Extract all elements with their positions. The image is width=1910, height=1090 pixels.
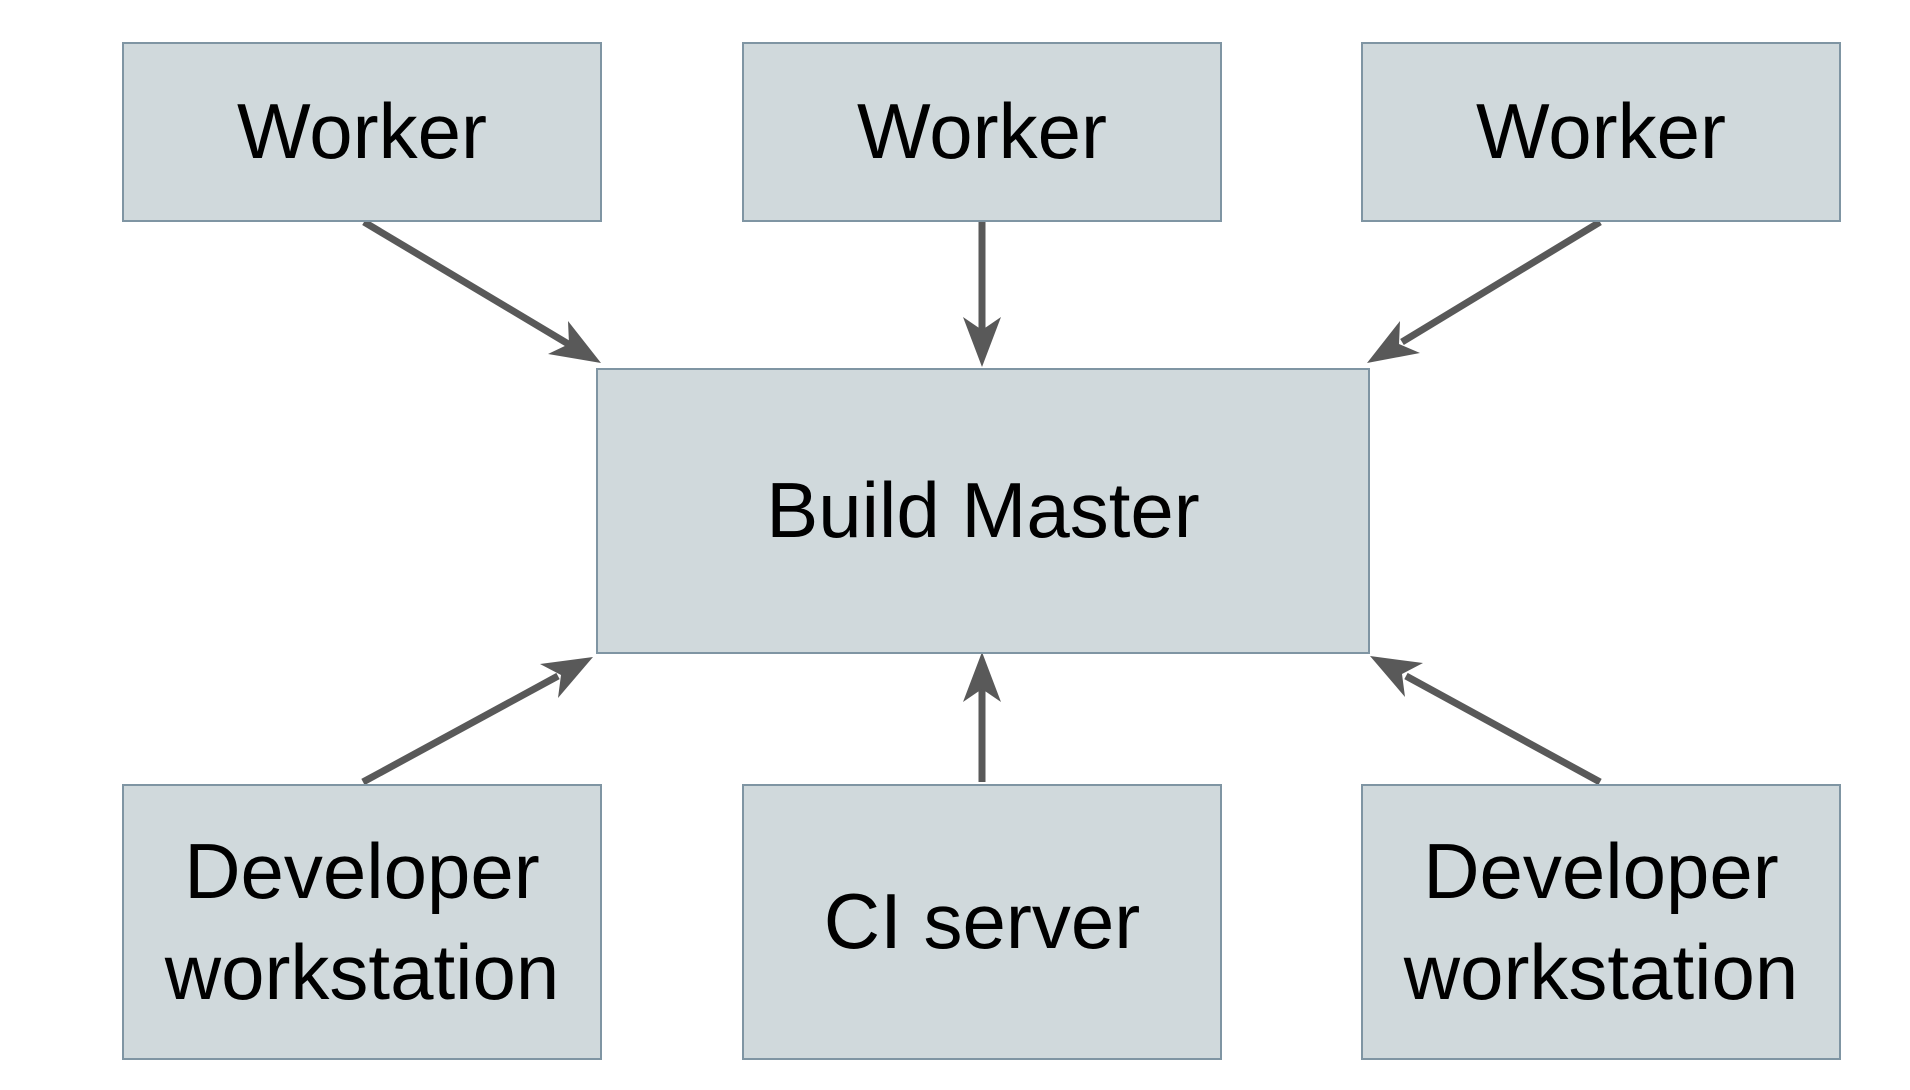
arrow-worker-1-to-build-master xyxy=(362,218,601,363)
node-developer-workstation-1: Developer workstation xyxy=(122,784,602,1060)
node-ci-server: CI server xyxy=(742,784,1222,1060)
node-worker-1: Worker xyxy=(122,42,602,222)
arrow-developer-workstation-1-to-build-master xyxy=(361,657,593,786)
node-ci-server-label: CI server xyxy=(823,877,1141,966)
node-build-master: Build Master xyxy=(596,368,1370,654)
arrow-worker-3-to-build-master xyxy=(1367,219,1602,363)
node-build-master-label: Build Master xyxy=(766,466,1200,555)
arrow-developer-workstation-2-to-build-master xyxy=(1370,656,1602,786)
arrow-worker-2-to-build-master xyxy=(963,222,1001,367)
node-worker-1-label: Worker xyxy=(237,87,487,176)
node-developer-workstation-2-label: Developer workstation xyxy=(1403,826,1799,1016)
node-worker-3: Worker xyxy=(1361,42,1841,222)
node-worker-3-label: Worker xyxy=(1476,87,1726,176)
node-worker-2: Worker xyxy=(742,42,1222,222)
node-developer-workstation-2: Developer workstation xyxy=(1361,784,1841,1060)
node-worker-2-label: Worker xyxy=(857,87,1107,176)
node-developer-workstation-1-label: Developer workstation xyxy=(164,826,560,1016)
arrow-ci-server-to-build-master xyxy=(963,652,1001,782)
